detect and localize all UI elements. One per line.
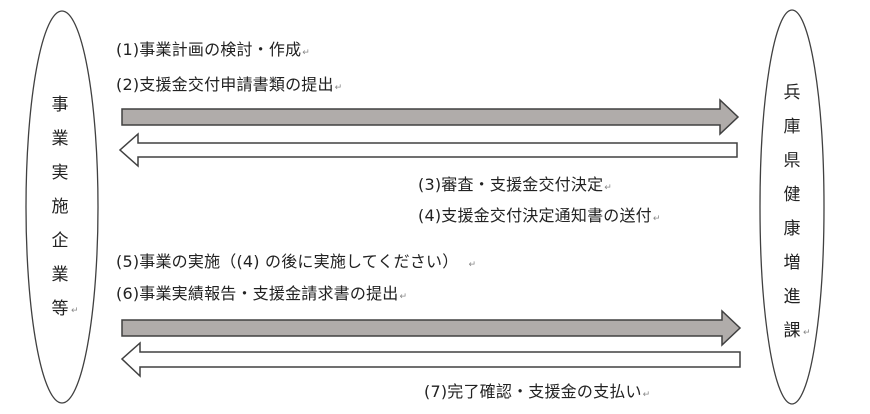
return-mark-icon: ↵ xyxy=(652,214,661,224)
right-entity-char: 県 xyxy=(783,151,801,171)
step-6-label: (6)事業実績報告・支援金請求書の提出↵ xyxy=(116,284,407,307)
left-entity-char-last: 等↵ xyxy=(48,292,79,326)
return-mark-icon: ↵ xyxy=(399,292,408,302)
left-entity-char: 企 xyxy=(51,231,69,251)
arrow-right-submit-report xyxy=(121,309,742,347)
right-entity-char: 康 xyxy=(783,219,801,239)
right-entity-char: 課 xyxy=(783,321,801,341)
left-entity-char: 実 xyxy=(51,163,69,183)
return-mark-icon: ↵ xyxy=(803,328,811,338)
right-entity-char: 進 xyxy=(783,287,801,307)
step-text: (3)審査・支援金交付決定 xyxy=(418,175,604,194)
right-entity-char: 兵 xyxy=(783,83,801,103)
step-5-label: (5)事業の実施（(4) の後に実施してください） ↵ xyxy=(116,252,476,275)
step-text: (4)支援金交付決定通知書の送付 xyxy=(418,206,652,225)
left-entity-ellipse xyxy=(25,10,99,404)
return-mark-icon: ↵ xyxy=(334,83,343,93)
left-entity-char: 業 xyxy=(51,265,69,285)
step-7-label: (7)完了確認・支援金の支払い↵ xyxy=(424,382,650,405)
right-entity-char: 庫 xyxy=(783,117,801,137)
left-entity-label: 事 業 実 施 企 業 等↵ xyxy=(48,88,79,326)
arrow-right-submit-application xyxy=(121,98,740,136)
arrow-left-decision-notice xyxy=(118,132,738,168)
right-entity-label: 兵 庫 県 健 康 増 進 課↵ xyxy=(780,76,811,348)
right-entity-char-last: 課↵ xyxy=(780,314,811,348)
left-entity-char: 業 xyxy=(51,129,69,149)
step-text: (2)支援金交付申請書類の提出 xyxy=(116,75,334,94)
step-text: (5)事業の実施（(4) の後に実施してください） xyxy=(116,252,459,271)
step-2-label: (2)支援金交付申請書類の提出↵ xyxy=(116,75,342,98)
step-text: (6)事業実績報告・支援金請求書の提出 xyxy=(116,284,399,303)
arrow-left-payment xyxy=(120,341,741,378)
right-entity-char: 健 xyxy=(783,185,801,205)
return-mark-icon: ↵ xyxy=(604,183,613,193)
step-1-label: (1)事業計画の検討・作成↵ xyxy=(116,40,310,63)
return-mark-icon: ↵ xyxy=(302,48,311,58)
right-entity-ellipse xyxy=(759,9,825,405)
return-mark-icon: ↵ xyxy=(71,306,79,316)
step-3-label: (3)審査・支援金交付決定↵ xyxy=(418,175,612,198)
left-entity-char: 施 xyxy=(51,197,69,217)
step-text: (7)完了確認・支援金の支払い xyxy=(424,382,642,401)
step-text: (1)事業計画の検討・作成 xyxy=(116,40,302,59)
right-entity-char: 増 xyxy=(783,253,801,273)
return-mark-icon: ↵ xyxy=(642,390,651,400)
step-4-label: (4)支援金交付決定通知書の送付↵ xyxy=(418,206,661,229)
return-mark-icon: ↵ xyxy=(468,260,477,270)
left-entity-char: 事 xyxy=(51,95,69,115)
left-entity-char: 等 xyxy=(51,299,69,319)
